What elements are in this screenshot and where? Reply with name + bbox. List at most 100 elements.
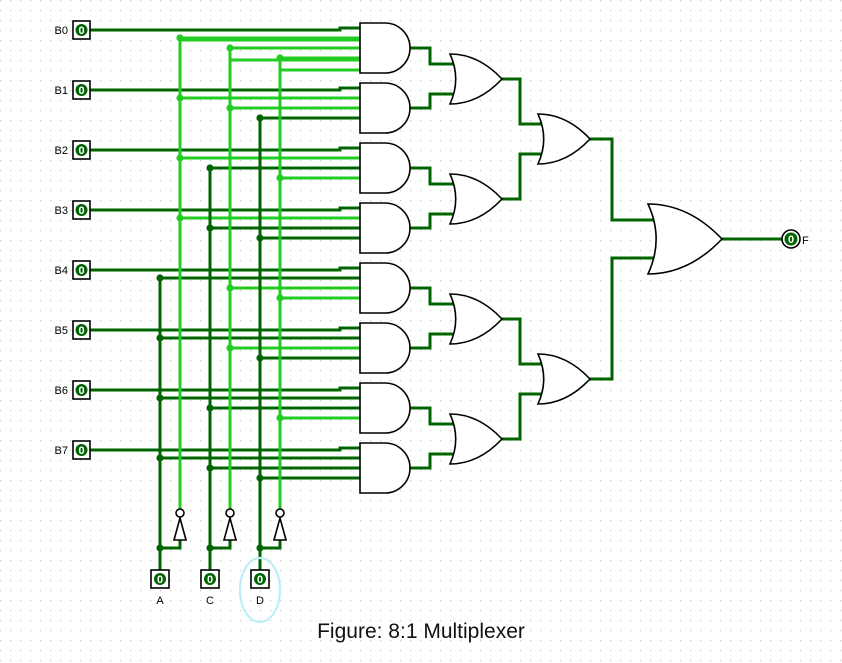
input-pin-label: B7 <box>55 445 68 457</box>
wire-junction <box>206 404 214 412</box>
select-pin-led <box>154 573 166 585</box>
wire-junction <box>176 94 184 102</box>
select-to-not-wire <box>258 538 282 550</box>
and-gate <box>359 142 411 194</box>
not-gate-bubble <box>175 508 185 518</box>
input-pin-value: 0 <box>78 25 84 37</box>
data-wire <box>88 26 362 32</box>
or-to-final-wire <box>588 137 657 222</box>
select-pin-label: A <box>156 595 164 607</box>
wire-junction <box>156 544 164 552</box>
data-wire <box>88 386 362 392</box>
not-gate <box>222 514 238 541</box>
input-pin-led <box>75 204 88 216</box>
input-pin-b5[interactable]: 0B5 <box>55 320 91 340</box>
output-pin-led <box>784 232 798 246</box>
and-gate <box>359 382 411 434</box>
or-gate <box>448 53 504 105</box>
wire-junction <box>206 164 214 172</box>
or-gate <box>448 413 504 465</box>
data-wire <box>88 446 362 452</box>
input-pin-label: B4 <box>55 265 68 277</box>
wire-junction <box>176 154 184 162</box>
wire-junction <box>206 224 214 232</box>
input-pin-b0[interactable]: 0 B0 <box>55 20 91 40</box>
input-pin-b3[interactable]: 0B3 <box>55 200 91 220</box>
wire-junction <box>276 414 284 422</box>
wire-junction <box>226 44 234 52</box>
select-pin-d[interactable]: 0D <box>250 569 270 607</box>
input-pin-value: 0 <box>78 325 84 337</box>
or-to-final-wire <box>588 256 657 381</box>
select-pin-value: 0 <box>257 574 263 586</box>
not-gate-bubble <box>275 508 285 518</box>
select-pin-value: 0 <box>157 574 163 586</box>
input-pin-b7[interactable]: 0 B7 <box>55 440 91 460</box>
wire-junction <box>226 284 234 292</box>
wire-junction <box>256 114 264 122</box>
select-pin-led <box>204 573 216 585</box>
gate-layer <box>172 22 724 541</box>
figure-caption: Figure: 8:1 Multiplexer <box>317 620 525 643</box>
and-to-or-wire <box>408 46 457 66</box>
input-pin-value: 0 <box>78 445 84 457</box>
select-pin-label: D <box>256 595 264 607</box>
selection-ring <box>238 556 282 624</box>
wire-junction <box>256 544 264 552</box>
input-pin-value: 0 <box>78 85 84 97</box>
or-to-or-wire <box>500 77 545 126</box>
and-to-or-wire <box>408 332 457 350</box>
and-to-or-wire <box>408 92 457 110</box>
input-pin-b2[interactable]: 0B2 <box>55 140 91 160</box>
wire-layer <box>88 26 785 572</box>
input-pin-label: B0 <box>55 25 68 37</box>
input-pin-label: B2 <box>55 145 68 157</box>
not-gate <box>272 514 288 541</box>
input-pin-b4[interactable]: 0B4 <box>55 260 91 280</box>
and-gate <box>359 442 411 494</box>
select-pin-c[interactable]: 0C <box>200 569 220 607</box>
not-gate <box>172 514 188 541</box>
wire-junction <box>176 34 184 42</box>
wire-junction <box>276 294 284 302</box>
wire-junction <box>206 464 214 472</box>
wire-junction <box>256 354 264 362</box>
or-gate <box>448 173 504 225</box>
wire-junction <box>156 454 164 462</box>
or-gate <box>448 293 504 345</box>
input-pin-value: 0 <box>78 385 84 397</box>
select-to-not-wire <box>158 538 182 550</box>
and-gate <box>359 322 411 374</box>
input-pin-b6[interactable]: 0 B6 <box>55 380 91 400</box>
select-pin-label: C <box>206 595 214 607</box>
wire-junction <box>156 334 164 342</box>
wire-junction <box>156 394 164 402</box>
and-to-or-wire <box>408 406 457 426</box>
wire-junction <box>206 544 214 552</box>
not-gate-bubble <box>225 508 235 518</box>
input-pin-b1[interactable]: 0B1 <box>55 80 91 100</box>
data-wire <box>88 266 362 272</box>
data-wire <box>88 86 362 92</box>
or-to-or-wire <box>500 392 545 441</box>
final-or-gate <box>646 203 724 275</box>
wire-junction <box>226 344 234 352</box>
or-to-or-wire <box>500 317 545 366</box>
or-gate <box>536 353 592 405</box>
wire-junction <box>226 104 234 112</box>
wire-junction <box>256 234 264 242</box>
wire-junction <box>256 474 264 482</box>
select-pin-led <box>254 573 266 585</box>
or-gate <box>536 113 592 165</box>
select-pin-a[interactable]: 0A <box>150 569 170 607</box>
input-pin-led <box>75 144 88 156</box>
output-pin-value: 0 <box>788 234 794 246</box>
wire-junction <box>176 214 184 222</box>
or-to-or-wire <box>500 152 545 201</box>
input-pin-label: B6 <box>55 385 68 397</box>
select-to-not-wire <box>208 538 232 550</box>
input-pin-led <box>75 324 88 336</box>
